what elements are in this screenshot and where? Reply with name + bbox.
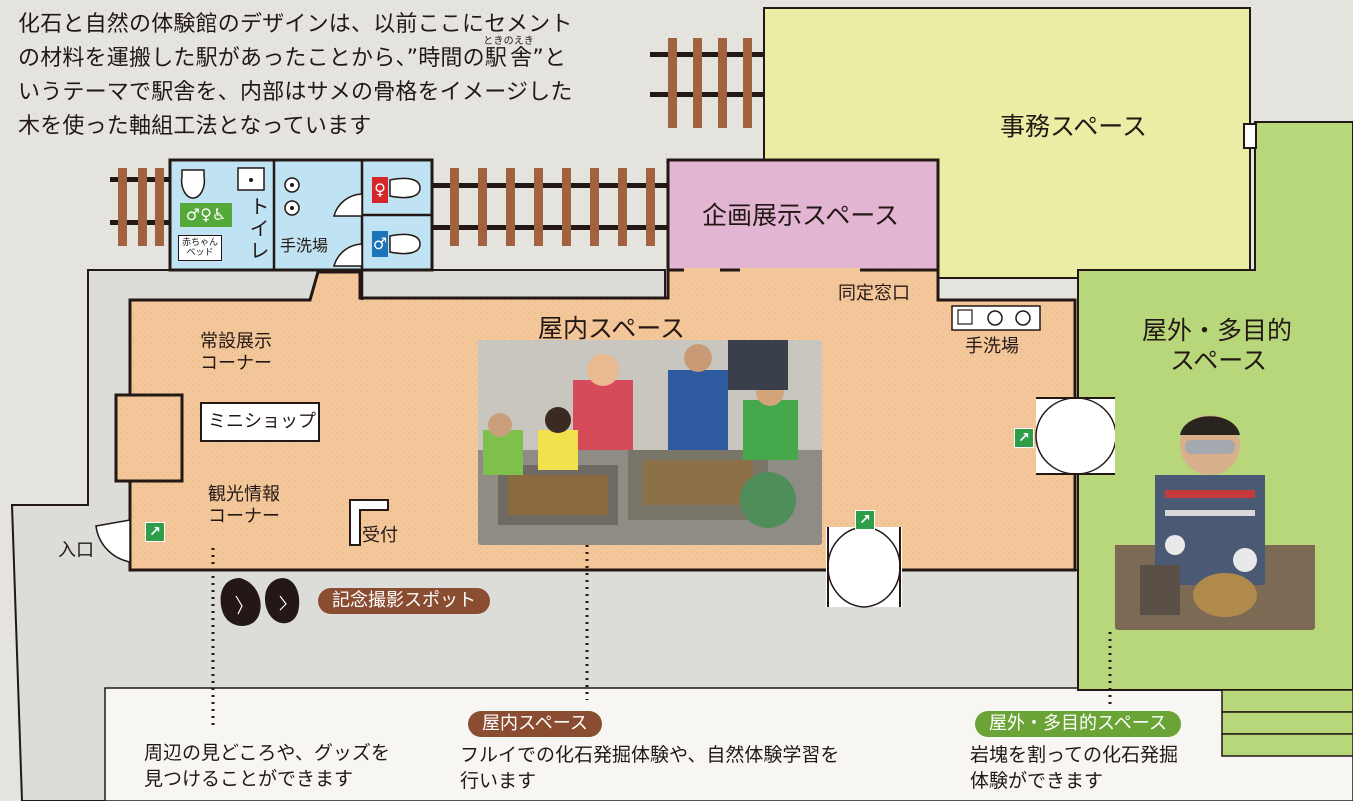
indoor-activity-photo bbox=[478, 340, 822, 545]
intro-line-4: 木を使った軸組工法となっています bbox=[18, 114, 372, 139]
caption-right-line-1: 岩塊を割っての化石発掘 bbox=[970, 744, 1179, 766]
stairs bbox=[1221, 689, 1353, 757]
handwash-fixtures-right bbox=[951, 305, 1041, 331]
baby-bed-label: 赤ちゃん ベッド bbox=[178, 235, 223, 261]
caption-left-line-1: 周辺の見どころや、グッズを bbox=[144, 742, 390, 764]
toilet-icon bbox=[180, 169, 206, 199]
office-window bbox=[1243, 123, 1257, 149]
outdoor-label-2: スペース bbox=[1170, 346, 1268, 375]
handwash-right-label: 手洗場 bbox=[965, 336, 1019, 357]
sink-icon bbox=[237, 167, 265, 191]
female-sign-icon: ♀ bbox=[372, 177, 388, 203]
reception-label: 受付 bbox=[362, 525, 398, 546]
caption-left-line-2: 見つけることができます bbox=[144, 768, 354, 790]
reception-counter bbox=[349, 499, 389, 546]
tourist-label-2: コーナー bbox=[208, 506, 280, 527]
urinal-icon bbox=[284, 177, 421, 255]
entrance-door bbox=[95, 519, 131, 563]
intro-line-3: いうテーマで駅舎を、内部はサメの骨格をイメージした bbox=[18, 80, 573, 105]
caption-middle-line-2: 行います bbox=[460, 770, 537, 792]
outdoor-label-1: 屋外・多目的 bbox=[1142, 316, 1293, 345]
emergency-exit-icon: ↗ bbox=[1014, 428, 1034, 448]
indoor-caption-pill: 屋内スペース bbox=[468, 711, 602, 737]
photo-spot-pill: 記念撮影スポット bbox=[318, 588, 490, 614]
emergency-exit-icon: ↗ bbox=[855, 510, 875, 530]
identify-window-label: 同定窓口 bbox=[838, 283, 910, 304]
rail-track-top bbox=[650, 38, 765, 128]
caption-right: 岩塊を割っての化石発掘 体験ができます bbox=[970, 742, 1178, 794]
tree-icon bbox=[220, 578, 300, 626]
permanent-label-2: コーナー bbox=[200, 353, 272, 374]
indoor-label: 屋内スペース bbox=[538, 314, 686, 343]
tourist-label-1: 観光情報 bbox=[208, 484, 280, 505]
family-toilet-icon: ♂♀♿ bbox=[180, 203, 232, 227]
intro-line-1: 化石と自然の体験館のデザインは、以前ここにセメント bbox=[18, 12, 573, 37]
emergency-exit-icon: ↗ bbox=[145, 522, 165, 542]
ruby-term: 駅舎ときのえき bbox=[483, 36, 534, 71]
male-sign-icon: ♂ bbox=[372, 231, 388, 257]
office-label: 事務スペース bbox=[1000, 112, 1148, 141]
special-exhibit-space bbox=[666, 158, 940, 272]
storage-room bbox=[114, 393, 184, 483]
caption-right-line-2: 体験ができます bbox=[970, 770, 1104, 792]
permanent-label-1: 常設展示 bbox=[200, 331, 272, 352]
rail-track-middle bbox=[432, 168, 670, 246]
intro-text: 化石と自然の体験館のデザインは、以前ここにセメント の材料を運搬した駅があったこ… bbox=[18, 12, 573, 139]
caption-middle: フルイでの化石発掘体験や、自然体験学習を 行います bbox=[460, 742, 839, 794]
handwash-toilet-label: 手洗場 bbox=[280, 236, 329, 255]
double-doors-bottom bbox=[826, 526, 902, 608]
special-exhibit-label: 企画展示スペース bbox=[702, 201, 900, 230]
rail-track-left bbox=[110, 168, 170, 246]
caption-left: 周辺の見どころや、グッズを 見つけることができます bbox=[144, 740, 390, 792]
toilet-label: トイレ bbox=[246, 196, 270, 262]
intro-line-2a: の材料を運搬した駅があったことから、”時間の bbox=[18, 46, 485, 71]
double-doors-right bbox=[1035, 397, 1117, 475]
outdoor-activity-photo bbox=[1115, 395, 1315, 630]
outdoor-caption-pill: 屋外・多目的スペース bbox=[975, 711, 1181, 737]
mini-shop-label: ミニショップ bbox=[208, 411, 316, 432]
caption-middle-line-1: フルイでの化石発掘体験や、自然体験学習を bbox=[460, 744, 840, 766]
entrance-label: 入口 bbox=[58, 540, 94, 561]
mini-shop-box: ミニショップ bbox=[200, 402, 320, 442]
